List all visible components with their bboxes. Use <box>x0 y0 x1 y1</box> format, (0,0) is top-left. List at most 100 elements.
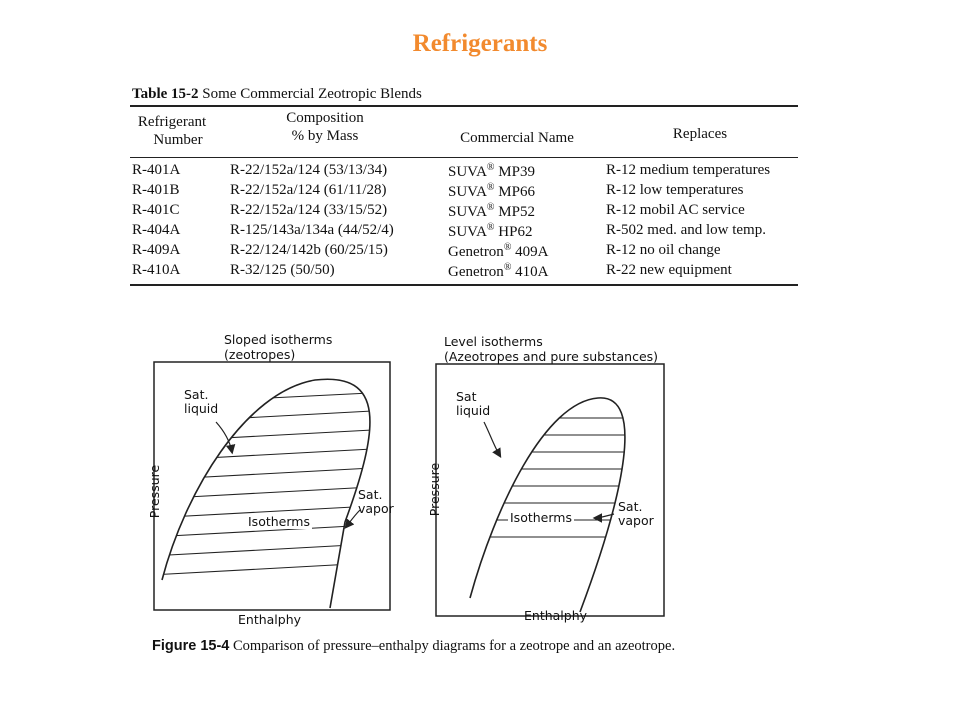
right-saturation-dome <box>469 397 626 613</box>
pressure-enthalpy-diagrams <box>153 361 665 617</box>
header-refrigerant-number: Refrigerant Number <box>132 113 212 149</box>
left-title-line2: (zeotropes) <box>224 347 296 362</box>
right-title-line1: Level isotherms <box>444 334 543 349</box>
header-composition-line1: Composition <box>286 110 364 126</box>
left-sat-liquid-arrow <box>215 421 236 455</box>
cell-brand: SUVA <box>448 224 487 240</box>
registered-mark: ® <box>486 222 495 233</box>
cell-commercial-name: SUVA® MP52 <box>448 202 535 221</box>
right-isotherms-label: Isotherms <box>508 510 574 525</box>
cell-model: MP66 <box>498 184 535 200</box>
cell-composition: R-22/124/142b (60/25/15) <box>230 242 388 258</box>
header-commercial-name: Commercial Name <box>460 130 574 146</box>
right-x-axis-label: Enthalphy <box>524 608 588 623</box>
table-caption: Table 15-2 Some Commercial Zeotropic Ble… <box>132 86 798 103</box>
left-sat-vapor-line1: Sat. <box>358 487 383 502</box>
cell-composition: R-125/143a/134a (44/52/4) <box>230 222 394 238</box>
table-caption-number: Table 15-2 <box>132 86 199 102</box>
cell-model: 409A <box>515 244 549 260</box>
header-composition: Composition % by Mass <box>240 109 410 145</box>
pressure-enthalpy-figure: Sloped isotherms (zeotropes) Sat. liquid… <box>147 322 670 632</box>
table-header-rule <box>130 157 798 158</box>
cell-composition: R-22/152a/124 (33/15/52) <box>230 202 388 218</box>
header-composition-line2: % by Mass <box>291 128 359 144</box>
cell-brand: SUVA <box>448 184 487 200</box>
left-sat-vapor-label: Sat. vapor <box>358 488 394 516</box>
cell-model: HP62 <box>498 224 533 240</box>
cell-commercial-name: SUVA® MP66 <box>448 182 535 201</box>
figure-caption: Figure 15-4 Comparison of pressure–entha… <box>152 638 675 655</box>
header-refrigerant-line1: Refrigerant <box>137 114 207 130</box>
right-sat-vapor-line1: Sat. <box>618 499 643 514</box>
registered-mark: ® <box>503 242 512 253</box>
table-row: R-404A R-125/143a/134a (44/52/4) SUVA® H… <box>130 222 798 242</box>
table-row: R-401B R-22/152a/124 (61/11/28) SUVA® MP… <box>130 182 798 202</box>
cell-composition: R-22/152a/124 (61/11/28) <box>230 182 387 198</box>
right-sat-vapor-line2: vapor <box>618 513 654 528</box>
table-header: Refrigerant Number Composition % by Mass… <box>130 107 798 157</box>
table-row: R-401A R-22/152a/124 (53/13/34) SUVA® MP… <box>130 162 798 182</box>
cell-replaces: R-12 low temperatures <box>606 182 744 198</box>
left-diagram-frame <box>153 361 391 611</box>
cell-composition: R-22/152a/124 (53/13/34) <box>230 162 388 178</box>
cell-replaces: R-12 no oil change <box>606 242 721 258</box>
cell-replaces: R-12 medium temperatures <box>606 162 771 178</box>
cell-model: 410A <box>515 264 549 280</box>
left-x-axis-label: Enthalphy <box>238 612 302 627</box>
cell-brand: Genetron <box>448 244 504 260</box>
cell-number: R-401C <box>132 202 180 218</box>
registered-mark: ® <box>486 202 495 213</box>
table-caption-text: Some Commercial Zeotropic Blends <box>202 86 422 102</box>
right-sat-liquid-label: Sat liquid <box>456 390 490 418</box>
left-sat-vapor-line2: vapor <box>358 501 394 516</box>
registered-mark: ® <box>486 162 495 173</box>
left-y-axis-label: Pressure <box>147 464 163 519</box>
table-row: R-401C R-22/152a/124 (33/15/52) SUVA® MP… <box>130 202 798 222</box>
left-diagram-title: Sloped isotherms (zeotropes) <box>224 332 332 362</box>
cell-composition: R-32/125 (50/50) <box>230 262 335 278</box>
cell-replaces: R-22 new equipment <box>606 262 732 278</box>
left-sat-vapor-arrow <box>344 509 361 529</box>
cell-model: MP52 <box>498 204 535 220</box>
cell-brand: Genetron <box>448 264 504 280</box>
left-title-line1: Sloped isotherms <box>224 332 333 347</box>
table-bottom-rule <box>130 284 798 286</box>
table-top-rule <box>130 105 798 107</box>
left-sat-liquid-line1: Sat. <box>184 387 209 402</box>
right-sat-liquid-line1: Sat <box>456 389 477 404</box>
right-diagram-frame <box>435 363 665 617</box>
right-title-line2: (Azeotropes and pure substances) <box>444 349 659 364</box>
cell-model: MP39 <box>498 164 535 180</box>
cell-commercial-name: SUVA® HP62 <box>448 222 532 241</box>
left-sat-liquid-line2: liquid <box>184 401 219 416</box>
right-diagram-title: Level isotherms (Azeotropes and pure sub… <box>444 334 658 364</box>
cell-commercial-name: Genetron® 410A <box>448 262 549 281</box>
cell-replaces: R-502 med. and low temp. <box>606 222 766 238</box>
right-sat-vapor-arrow <box>592 513 615 523</box>
figure-caption-text: Comparison of pressure–enthalpy diagrams… <box>232 638 676 654</box>
right-sat-vapor-label: Sat. vapor <box>618 500 654 528</box>
header-refrigerant-line2: Number <box>153 132 203 148</box>
zeotropic-blends-table: Table 15-2 Some Commercial Zeotropic Ble… <box>130 86 798 286</box>
cell-number: R-401B <box>132 182 180 198</box>
registered-mark: ® <box>486 182 495 193</box>
cell-number: R-401A <box>132 162 181 178</box>
cell-number: R-404A <box>132 222 181 238</box>
registered-mark: ® <box>503 262 512 273</box>
left-sloped-isotherms <box>162 391 370 576</box>
right-y-axis-label: Pressure <box>427 462 443 517</box>
right-sat-liquid-line2: liquid <box>456 403 491 418</box>
header-replaces: Replaces <box>672 126 728 142</box>
table-body: R-401A R-22/152a/124 (53/13/34) SUVA® MP… <box>130 158 798 282</box>
left-sat-liquid-label: Sat. liquid <box>184 388 218 416</box>
cell-commercial-name: SUVA® MP39 <box>448 162 535 181</box>
left-isotherms-label: Isotherms <box>246 514 312 529</box>
cell-commercial-name: Genetron® 409A <box>448 242 549 261</box>
cell-number: R-409A <box>132 242 181 258</box>
cell-number: R-410A <box>132 262 181 278</box>
slide-title: Refrigerants <box>412 30 548 57</box>
cell-brand: SUVA <box>448 164 487 180</box>
right-sat-liquid-arrow <box>483 421 502 459</box>
table-row: R-410A R-32/125 (50/50) Genetron® 410A R… <box>130 262 798 282</box>
cell-brand: SUVA <box>448 204 487 220</box>
